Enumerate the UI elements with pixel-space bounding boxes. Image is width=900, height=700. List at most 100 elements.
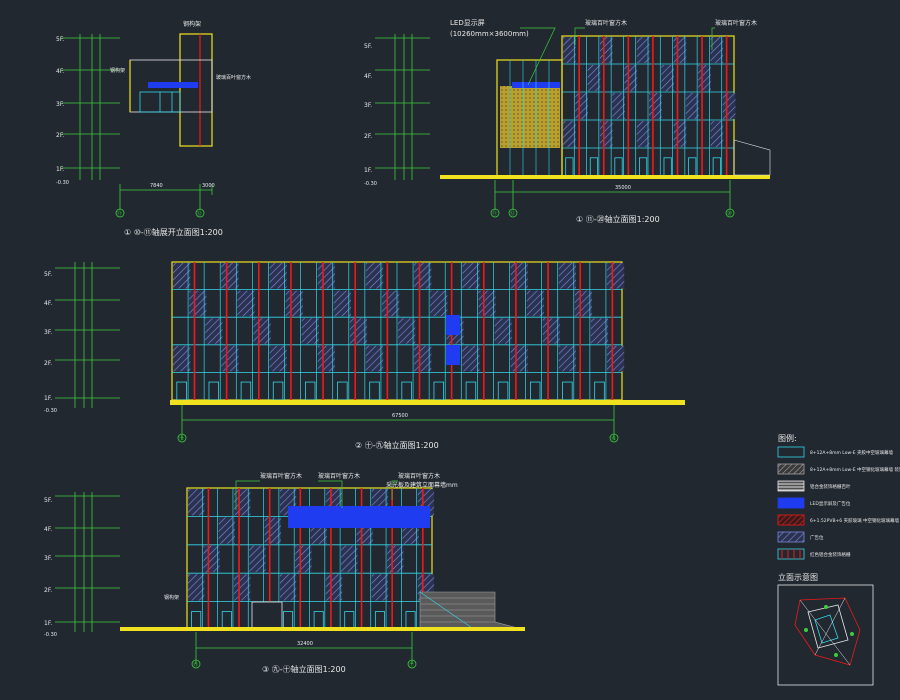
hatch-panel bbox=[673, 37, 687, 63]
hatch-panel bbox=[279, 574, 297, 601]
level-label-4f: 4F. bbox=[364, 73, 372, 80]
hatch-panel bbox=[606, 263, 625, 289]
hatch-panel bbox=[249, 545, 266, 573]
callout-c2: 玻璃百叶窗方木 bbox=[318, 472, 360, 480]
hatch-panel bbox=[264, 517, 281, 544]
level-label-ground: -0.30 bbox=[44, 408, 57, 414]
legend-swatch bbox=[777, 463, 805, 475]
hatch-panel bbox=[558, 345, 576, 372]
axis-label: ⑪ bbox=[117, 210, 122, 217]
hatch-panel bbox=[606, 345, 625, 372]
hatch-panel bbox=[325, 574, 343, 601]
hatch-panel bbox=[317, 345, 335, 372]
dimension-35000: 35000 bbox=[615, 185, 631, 191]
hatch-panel bbox=[698, 65, 711, 91]
hatch-panel bbox=[173, 263, 191, 289]
level-label-4f: 4F. bbox=[44, 526, 52, 533]
door bbox=[176, 381, 187, 401]
dimension-7840: 7840 bbox=[150, 183, 163, 189]
hatch-panel bbox=[685, 93, 699, 119]
dimension-3000: 3000 bbox=[202, 183, 215, 189]
hatch-panel bbox=[574, 290, 593, 317]
level-label-5f: 5F. bbox=[364, 43, 372, 50]
facade-grid bbox=[186, 487, 435, 631]
hatch-panel bbox=[722, 93, 736, 119]
callout-led: LED显示屏 bbox=[450, 19, 485, 27]
hatch-panel bbox=[649, 93, 662, 119]
hatch-panel bbox=[285, 290, 303, 317]
hatch-panel bbox=[371, 574, 389, 601]
hatch-panel bbox=[233, 489, 251, 516]
door bbox=[240, 381, 252, 401]
callout-b2: 玻璃百叶窗方木 bbox=[715, 19, 757, 27]
hatch-panel bbox=[237, 290, 255, 317]
axis-bubble bbox=[191, 659, 201, 669]
facade-grid bbox=[496, 35, 736, 177]
axis-label: ⑫ bbox=[510, 210, 515, 217]
level-label-4f: 4F. bbox=[56, 68, 64, 75]
level-label-3f: 3F. bbox=[44, 555, 52, 562]
door bbox=[401, 381, 412, 401]
key-plan-drawing bbox=[794, 597, 861, 666]
level-label-2f: 2F. bbox=[44, 360, 52, 367]
door bbox=[614, 157, 623, 177]
elevation-1: 5F. 4F. 3F. 2F. 1F. -0.30 钢构架 玻璃百叶窗方木 钢构… bbox=[56, 20, 251, 237]
door bbox=[589, 157, 599, 177]
hatch-panel bbox=[365, 345, 384, 372]
level-label-4f: 4F. bbox=[44, 300, 52, 307]
legend-label: LED显示屏及广告位 bbox=[810, 500, 851, 507]
stair-block bbox=[419, 591, 526, 631]
hatch-panel bbox=[221, 263, 239, 289]
level-label-2f: 2F. bbox=[56, 132, 64, 139]
hatch-panel bbox=[398, 318, 416, 344]
legend-swatch bbox=[777, 531, 805, 543]
door bbox=[497, 381, 509, 401]
ground-line bbox=[440, 175, 770, 179]
axis-bubble bbox=[508, 208, 518, 218]
hatch-panel bbox=[333, 290, 351, 317]
door bbox=[272, 381, 284, 401]
elevation-4: 5F. 4F. 3F. 2F. 1F. -0.30 玻璃百叶窗方木 玻璃百叶窗方… bbox=[44, 472, 526, 674]
axis-label: ⑪ bbox=[492, 210, 497, 217]
legend-swatch bbox=[777, 514, 805, 526]
level-label-5f: 5F. bbox=[44, 271, 52, 278]
hatch-panel bbox=[599, 121, 613, 147]
axis-bubble bbox=[407, 659, 417, 669]
callout-c4: 采光板及建筑立面幕墙mm bbox=[386, 481, 458, 489]
callout-b1: 玻璃百叶窗方木 bbox=[585, 19, 627, 27]
door bbox=[688, 157, 697, 177]
led-band bbox=[288, 506, 430, 528]
hatch-panel bbox=[341, 545, 358, 573]
hatch-panel bbox=[349, 318, 368, 344]
hatch-panel bbox=[233, 574, 251, 601]
level-label-3f: 3F. bbox=[364, 102, 372, 109]
door bbox=[337, 381, 348, 401]
hatch-panel bbox=[673, 121, 687, 147]
level-scale bbox=[62, 34, 120, 180]
level-label-ground: -0.30 bbox=[44, 632, 57, 638]
legend-label: 红色铝合金装饰格栅 bbox=[810, 551, 851, 558]
hatch-panel bbox=[510, 263, 528, 289]
hatch-panel bbox=[494, 318, 512, 344]
level-label-2f: 2F. bbox=[364, 133, 372, 140]
axis-bubble bbox=[725, 208, 735, 218]
axis-label: ⑳ bbox=[727, 210, 732, 217]
hatch-panel bbox=[188, 489, 205, 516]
legend-swatch bbox=[777, 480, 805, 492]
callout-a1: 钢构架 bbox=[183, 20, 201, 28]
hatch-panel bbox=[661, 65, 675, 91]
level-label-3f: 3F. bbox=[44, 329, 52, 336]
hatch-panel bbox=[462, 263, 480, 289]
axis-bubble bbox=[177, 433, 187, 443]
axis-label: ㊉ bbox=[179, 435, 184, 442]
door bbox=[369, 381, 380, 401]
axis-label: ㊈ bbox=[193, 661, 198, 668]
dimension-32400: 32400 bbox=[297, 641, 313, 647]
callout-c1: 玻璃百叶窗方木 bbox=[260, 472, 302, 480]
hatch-panel bbox=[462, 345, 480, 372]
ground-line bbox=[170, 400, 685, 405]
legend-label: 8+12A+8mm Low-E 夹胶中空玻璃幕墙 bbox=[810, 449, 894, 456]
hatch-panel bbox=[387, 545, 404, 573]
